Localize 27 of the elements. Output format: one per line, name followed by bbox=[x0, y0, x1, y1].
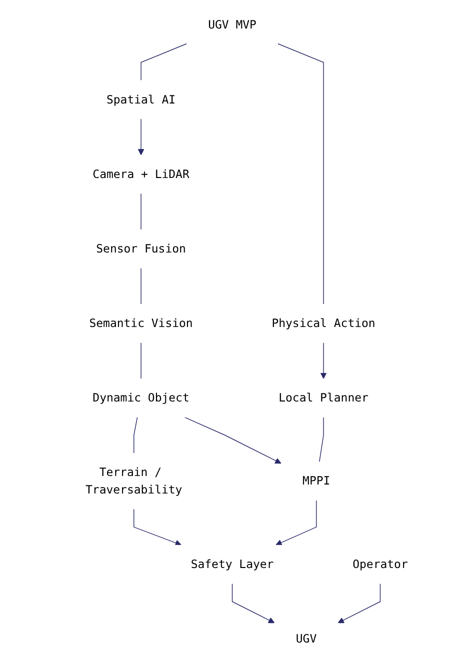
node-text: Local Planner bbox=[278, 390, 368, 404]
node-text: Camera + LiDAR bbox=[92, 167, 190, 181]
connector bbox=[319, 416, 324, 462]
connector bbox=[278, 43, 324, 304]
arrow bbox=[338, 583, 381, 624]
node-text: UGV MVP bbox=[208, 18, 256, 32]
node-text: Safety Layer bbox=[190, 557, 274, 571]
connector bbox=[134, 416, 138, 454]
arrow bbox=[138, 118, 144, 156]
connector bbox=[140, 43, 187, 81]
node-text: Semantic Vision bbox=[89, 316, 193, 330]
node-text: Spatial AI bbox=[106, 92, 176, 106]
arrow bbox=[184, 416, 282, 464]
connector bbox=[140, 268, 142, 304]
arrow bbox=[320, 342, 327, 379]
node-text: Sensor Fusion bbox=[96, 242, 186, 256]
arrow bbox=[276, 500, 317, 546]
connector bbox=[140, 193, 142, 230]
node-text: Physical Action bbox=[272, 316, 376, 330]
connector bbox=[140, 342, 142, 379]
node-text: Terrain / Traversability bbox=[86, 465, 182, 496]
node-text: MPPI bbox=[302, 474, 330, 488]
arrow bbox=[232, 583, 275, 624]
node-text: UGV bbox=[296, 632, 317, 646]
node-text: Operator bbox=[352, 557, 408, 571]
arrow bbox=[134, 508, 182, 546]
node-text: Dynamic Object bbox=[92, 390, 190, 404]
